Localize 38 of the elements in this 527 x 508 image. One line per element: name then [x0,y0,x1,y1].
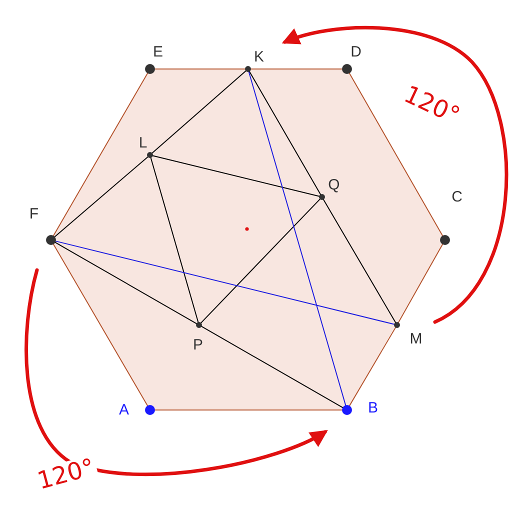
line-segment [348,72,444,236]
line-segment [54,242,197,324]
line-segment [55,240,395,325]
point-dot [342,405,352,415]
point-label: C [452,190,462,204]
curved-arrow [24,268,328,476]
point-dot [440,235,450,245]
point-label: F [29,206,39,222]
point-dot [46,235,56,245]
line-segment [349,327,396,406]
point-label: D [350,44,362,60]
line-segment [53,244,148,406]
line-segment [53,72,148,236]
point-label: B [368,400,378,416]
point-dot [245,66,251,72]
point-dot [145,405,155,415]
line-segment [250,68,342,70]
line-segment [248,71,346,406]
point-label: P [193,338,203,352]
line-segment [150,157,199,323]
line-segment [249,71,321,195]
line-segment [200,198,320,324]
point-label: K [254,50,264,64]
point-dot [145,64,155,74]
line-segment [398,244,444,323]
line-segment [152,155,320,197]
point-dot [342,64,352,74]
line-segment [54,156,148,238]
line-segment [154,68,246,70]
line-segment [152,70,246,154]
point-label: E [153,44,163,60]
point-label: Q [328,178,340,192]
point-label: L [138,136,148,150]
curved-arrow [282,26,508,324]
point-label: A [119,402,129,418]
line-segment [323,199,396,323]
point-label: M [410,332,422,346]
line-segment [201,326,344,408]
